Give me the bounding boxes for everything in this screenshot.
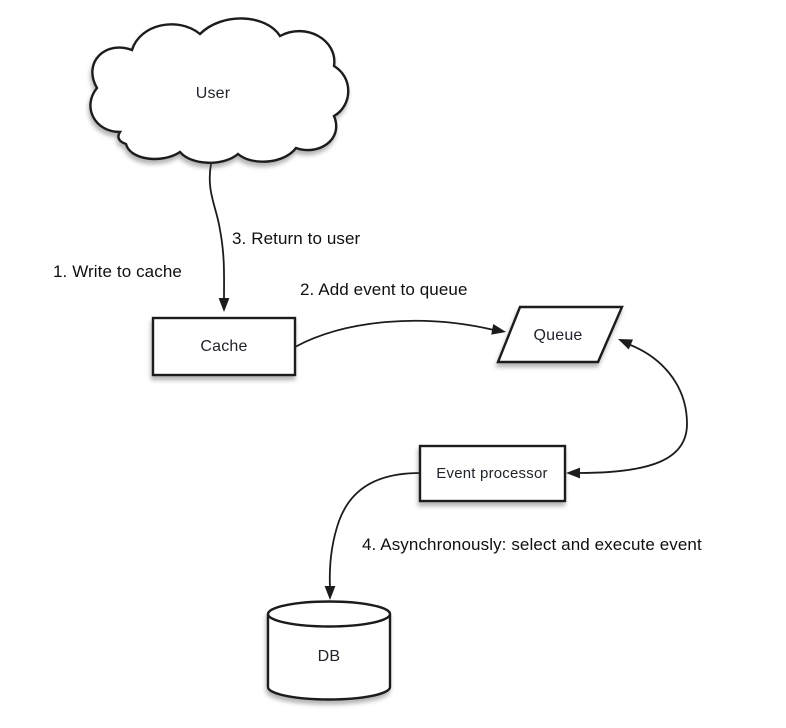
cache-label: Cache — [200, 338, 248, 355]
user-label: User — [195, 85, 231, 102]
cache-box-shape — [151, 316, 297, 377]
step-2-add-event-to-queue-label: 2. Add event to queue — [300, 280, 468, 299]
step-4-asynchronously-label: 4. Asynchronously: select and execute ev… — [362, 535, 702, 554]
arrow-user-to-cache — [208, 163, 230, 312]
db-cylinder-shape — [266, 600, 392, 701]
arrow-queue-event-processor — [566, 339, 688, 479]
db-label: DB — [317, 648, 341, 665]
queue-parallelogram-shape — [496, 305, 624, 364]
arrow-cache-to-queue — [294, 319, 506, 348]
step-3-return-to-user-label: 3. Return to user — [232, 229, 361, 248]
user-cloud-shape — [89, 17, 350, 164]
queue-label: Queue — [533, 327, 583, 344]
step-1-write-to-cache-label: 1. Write to cache — [53, 262, 182, 281]
arrow-event-processor-to-db — [324, 472, 421, 600]
event-processor-label: Event processor — [436, 465, 548, 482]
event-processor-box-shape — [418, 444, 567, 503]
